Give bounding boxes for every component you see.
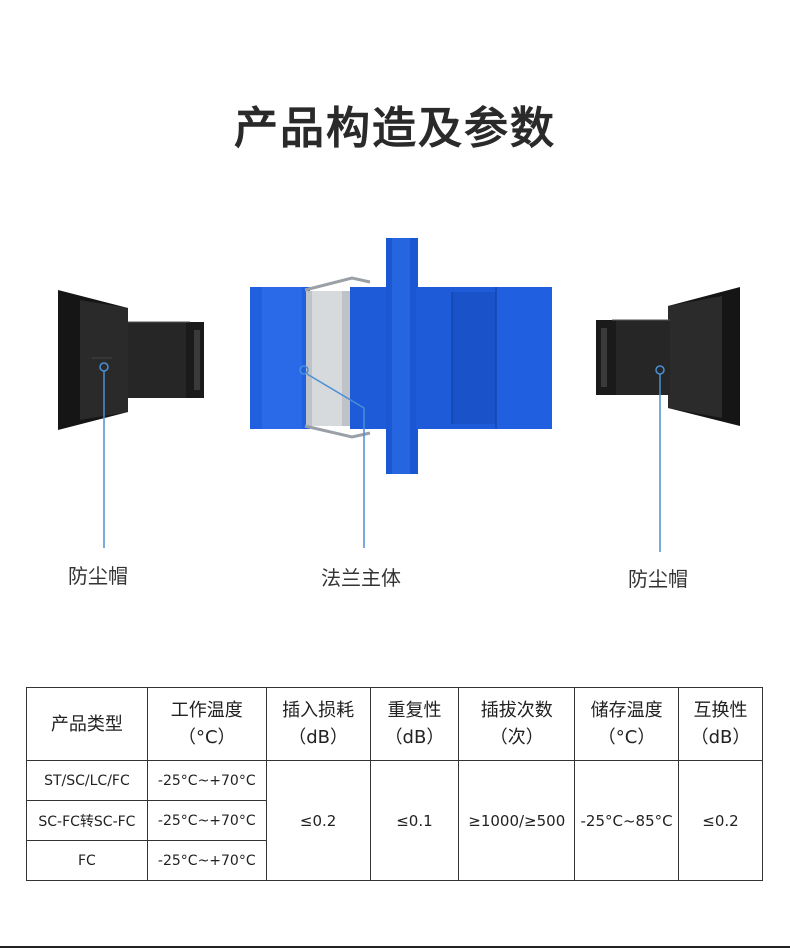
cell-insertion-loss: ≤0.2 xyxy=(265,760,371,881)
flange-body-label: 法兰主体 xyxy=(321,566,401,590)
table-header-row: 产品类型 工作温度 （°C） 插入损耗 （dB） 重复性 （dB） 插拔次数 （… xyxy=(26,687,763,761)
right-dust-cap-image xyxy=(596,287,740,426)
table-row: ST/SC/LC/FC -25°C~+70°C ≤0.2 ≤0.1 ≥1000/… xyxy=(26,760,763,881)
dust-cap-right-label: 防尘帽 xyxy=(628,567,688,591)
cell-working-temp: -25°C~+70°C xyxy=(146,840,267,881)
table-row: FC -25°C~+70°C xyxy=(26,840,763,881)
spec-table: 产品类型 工作温度 （°C） 插入损耗 （dB） 重复性 （dB） 插拔次数 （… xyxy=(26,687,763,881)
header-insertion-loss: 插入损耗 （dB） xyxy=(265,687,371,761)
left-dust-cap-image xyxy=(58,290,204,430)
bottom-divider xyxy=(0,946,790,948)
header-working-temp: 工作温度 （°C） xyxy=(146,687,267,761)
header-storage-temp: 储存温度 （°C） xyxy=(574,687,680,761)
table-row: SC-FC转SC-FC -25°C~+70°C xyxy=(26,800,763,841)
cell-repeatability: ≤0.1 xyxy=(369,760,460,881)
cell-working-temp: -25°C~+70°C xyxy=(146,760,267,801)
cell-working-temp: -25°C~+70°C xyxy=(146,800,267,841)
header-interchangeability: 互换性 （dB） xyxy=(678,687,763,761)
flange-body-image xyxy=(250,238,552,474)
cell-product-type: ST/SC/LC/FC xyxy=(26,760,148,801)
cell-mating-cycles: ≥1000/≥500 xyxy=(458,760,576,881)
header-mating-cycles: 插拔次数 （次） xyxy=(458,687,576,761)
page-title: 产品构造及参数 xyxy=(234,103,556,154)
header-repeatability: 重复性 （dB） xyxy=(369,687,460,761)
cell-interchangeability: ≤0.2 xyxy=(678,760,763,881)
cell-product-type: FC xyxy=(26,840,148,881)
product-diagram xyxy=(58,238,740,552)
cell-storage-temp: -25°C~85°C xyxy=(574,760,680,881)
header-product-type: 产品类型 xyxy=(26,687,148,761)
cell-product-type: SC-FC转SC-FC xyxy=(26,800,148,841)
leader-lines xyxy=(99,362,665,552)
dust-cap-left-label: 防尘帽 xyxy=(68,564,128,588)
